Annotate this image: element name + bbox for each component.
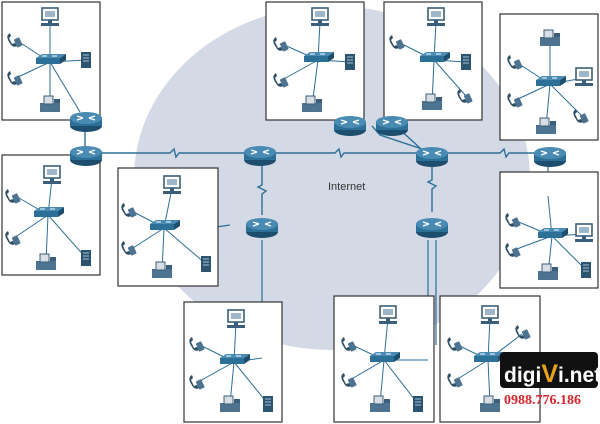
switch-icon (419, 51, 451, 63)
server-icon (344, 53, 356, 71)
lan-box-top-center-right (383, 1, 483, 121)
pc-icon (378, 305, 398, 325)
pc-icon (574, 67, 594, 87)
router-icon (375, 115, 409, 137)
router-icon (333, 115, 367, 137)
pc-icon (162, 175, 182, 195)
server-icon (460, 53, 472, 71)
lan-box-mid-right (499, 171, 599, 289)
brand-watermark: digiVi.net 0988.776.186 (500, 352, 600, 408)
switch-icon (35, 53, 67, 65)
server-icon (580, 261, 592, 279)
server-icon (412, 395, 424, 413)
brand-v: V (541, 360, 558, 388)
lan-box-top-center (265, 1, 365, 121)
switch-icon (369, 351, 401, 363)
router-icon (533, 146, 567, 168)
switch-icon (33, 206, 65, 218)
brand-prefix: digi (504, 364, 541, 387)
lan-box-bottom-center-left (183, 301, 283, 423)
pc-icon (426, 7, 446, 27)
switch-icon (535, 75, 567, 87)
pc-icon (226, 309, 246, 329)
lan-box-top-right (499, 13, 599, 141)
watermark-phone: 0988.776.186 (504, 393, 581, 408)
server-icon (80, 249, 92, 267)
server-icon (200, 255, 212, 273)
lan-box-top-left (1, 1, 101, 121)
router-icon (415, 217, 449, 239)
lan-box-center-left (117, 167, 219, 287)
watermark-background (500, 352, 598, 388)
pc-icon (574, 223, 594, 243)
lan-box-bottom-center (333, 295, 435, 423)
router-icon (243, 145, 277, 167)
pc-icon (310, 7, 330, 27)
router-icon (415, 146, 449, 168)
server-icon (262, 395, 274, 413)
switch-icon (537, 227, 569, 239)
lan-box-mid-left (1, 154, 101, 276)
switch-icon (473, 351, 505, 363)
pc-icon (480, 305, 500, 325)
switch-icon (219, 353, 251, 365)
router-icon (69, 111, 103, 133)
internet-label: Internet (328, 181, 365, 193)
server-icon (80, 51, 92, 69)
router-icon (69, 145, 103, 167)
svg-text:digiVi.net: digiVi.net (504, 360, 600, 388)
wan-links (84, 125, 540, 215)
pc-icon (40, 7, 60, 27)
pc-icon (42, 165, 62, 185)
switch-icon (149, 219, 181, 231)
router-icon (245, 217, 279, 239)
brand-suffix: i.net (558, 364, 600, 387)
switch-icon (303, 51, 335, 63)
